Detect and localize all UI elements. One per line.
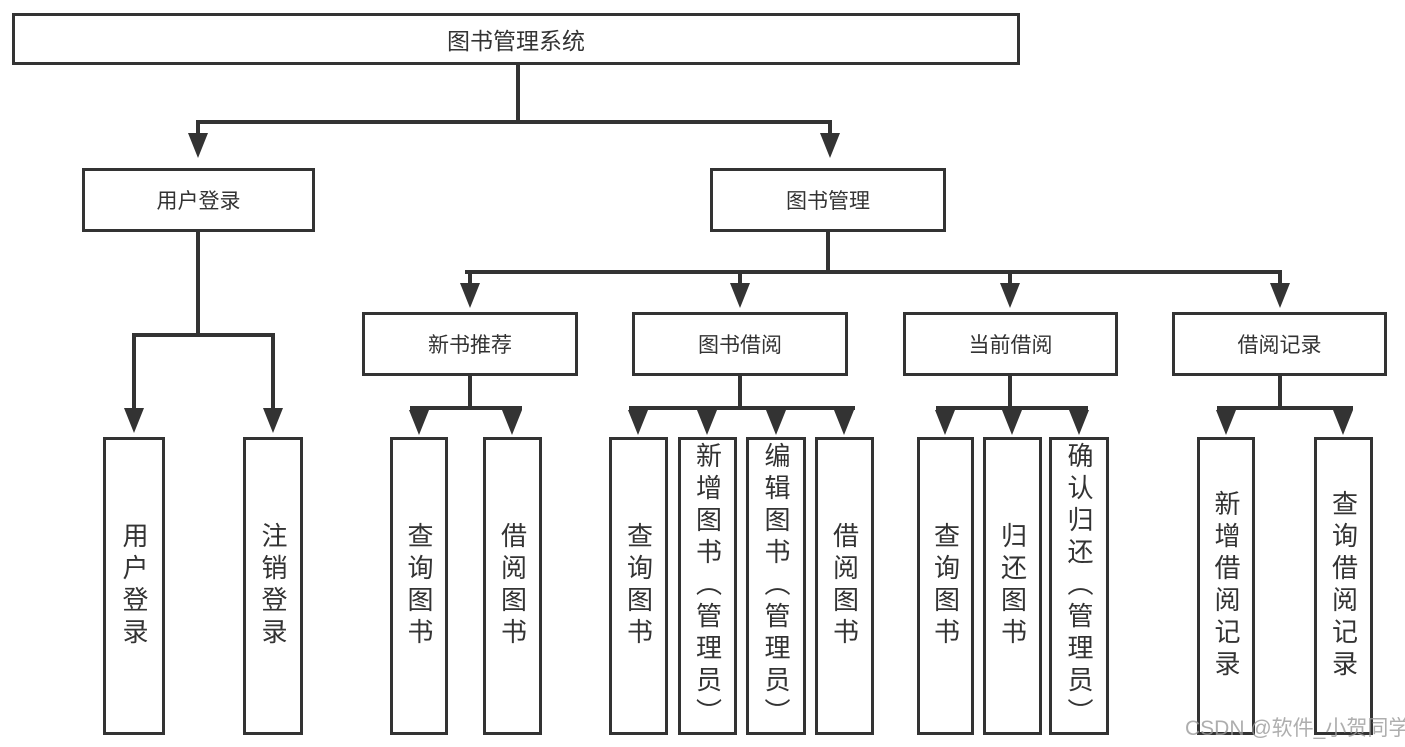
edge-drop-current-borrow: [1008, 274, 1012, 283]
arrowhead-icon: [1270, 283, 1290, 308]
leaf-add-borrow-record: 新增借阅记录: [1197, 437, 1255, 735]
leaf-query-borrow-record: 查询借阅记录: [1314, 437, 1373, 735]
leaf-borrow-query-books: 查询图书: [609, 437, 668, 735]
edge-drop-login-leaf: [132, 337, 136, 410]
arrowhead-icon: [502, 410, 522, 435]
arrowhead-icon: [1333, 410, 1353, 435]
edge-drop-user-login: [196, 124, 200, 134]
arrowhead-icon: [263, 408, 283, 433]
csdn-watermark: CSDN @软件_小贺同学: [1185, 717, 1405, 740]
leaf-add-books-admin: 新增图书（管理员）: [678, 437, 737, 735]
leaf-new-book-borrow-label: 借阅图书: [497, 522, 528, 650]
box-current-borrow: 当前借阅: [903, 312, 1118, 376]
box-user-login-label: 用户登录: [156, 190, 241, 213]
arrowhead-icon: [935, 410, 955, 435]
leaf-logout: 注销登录: [243, 437, 303, 735]
edge-root-stem: [516, 63, 520, 121]
arrowhead-icon: [460, 283, 480, 308]
arrowhead-icon: [188, 133, 208, 158]
leaf-logout-label: 注销登录: [258, 522, 288, 650]
arrowhead-icon: [820, 133, 840, 158]
box-book-borrow: 图书借阅: [632, 312, 848, 376]
leaf-current-query-books: 查询图书: [917, 437, 974, 735]
arrowhead-icon: [1216, 410, 1236, 435]
edge-new-book-stem: [468, 374, 472, 408]
arrowhead-icon: [834, 410, 854, 435]
arrowhead-icon: [1002, 410, 1022, 435]
edge-book-management-stem: [826, 230, 830, 272]
arrowhead-icon: [1000, 283, 1020, 308]
leaf-user-login: 用户登录: [103, 437, 165, 735]
box-book-borrow-label: 图书借阅: [698, 334, 782, 357]
edge-user-login-stem: [196, 230, 200, 335]
leaf-current-query-books-label: 查询图书: [930, 522, 961, 650]
edge-current-borrow-stem: [1008, 374, 1012, 408]
leaf-edit-books-admin-label: 编辑图书（管理员）: [761, 442, 791, 730]
edge-borrow-records-distribution: [1217, 406, 1353, 410]
box-root-system: 图书管理系统: [12, 13, 1020, 65]
edge-user-login-distribution: [132, 333, 275, 337]
box-root-label: 图书管理系统: [447, 28, 585, 54]
leaf-add-books-admin-label: 新增图书（管理员）: [692, 442, 723, 730]
box-book-management: 图书管理: [710, 168, 946, 232]
edge-drop-book-management: [828, 124, 832, 134]
edge-drop-new-book: [468, 274, 472, 283]
leaf-borrow-books-label: 借阅图书: [829, 522, 860, 650]
edge-level3-distribution: [465, 270, 1282, 274]
box-borrow-records-label: 借阅记录: [1237, 334, 1322, 357]
leaf-confirm-return-admin: 确认归还（管理员）: [1049, 437, 1109, 735]
arrowhead-icon: [1069, 410, 1089, 435]
arrowhead-icon: [124, 408, 144, 433]
box-user-login: 用户登录: [82, 168, 315, 232]
edge-drop-borrow-records: [1278, 274, 1282, 283]
leaf-new-book-query-label: 查询图书: [404, 522, 434, 650]
edge-drop-logout-leaf: [271, 337, 275, 410]
edge-book-borrow-stem: [738, 374, 742, 408]
leaf-new-book-query: 查询图书: [390, 437, 448, 735]
leaf-confirm-return-admin-label: 确认归还（管理员）: [1064, 442, 1094, 730]
edge-current-borrow-distribution: [936, 406, 1088, 410]
leaf-borrow-books: 借阅图书: [815, 437, 874, 735]
edge-root-distribution: [196, 120, 832, 124]
leaf-new-book-borrow: 借阅图书: [483, 437, 542, 735]
box-current-borrow-label: 当前借阅: [968, 334, 1053, 357]
arrowhead-icon: [628, 410, 648, 435]
leaf-borrow-query-books-label: 查询图书: [623, 522, 654, 650]
leaf-return-books: 归还图书: [983, 437, 1042, 735]
leaf-return-books-label: 归还图书: [997, 522, 1028, 650]
arrowhead-icon: [409, 410, 429, 435]
arrowhead-icon: [766, 410, 786, 435]
box-book-management-label: 图书管理: [786, 190, 870, 213]
edge-book-borrow-distribution: [629, 406, 855, 410]
leaf-add-borrow-record-label: 新增借阅记录: [1211, 490, 1241, 682]
box-new-book-recommend-label: 新书推荐: [428, 334, 512, 357]
leaf-query-borrow-record-label: 查询借阅记录: [1328, 490, 1359, 682]
arrowhead-icon: [697, 410, 717, 435]
arrowhead-icon: [730, 283, 750, 308]
edge-borrow-records-stem: [1278, 374, 1282, 408]
edge-new-book-distribution: [410, 406, 522, 410]
box-borrow-records: 借阅记录: [1172, 312, 1387, 376]
leaf-user-login-label: 用户登录: [119, 522, 149, 650]
box-new-book-recommend: 新书推荐: [362, 312, 578, 376]
leaf-edit-books-admin: 编辑图书（管理员）: [746, 437, 806, 735]
edge-drop-book-borrow: [738, 274, 742, 283]
